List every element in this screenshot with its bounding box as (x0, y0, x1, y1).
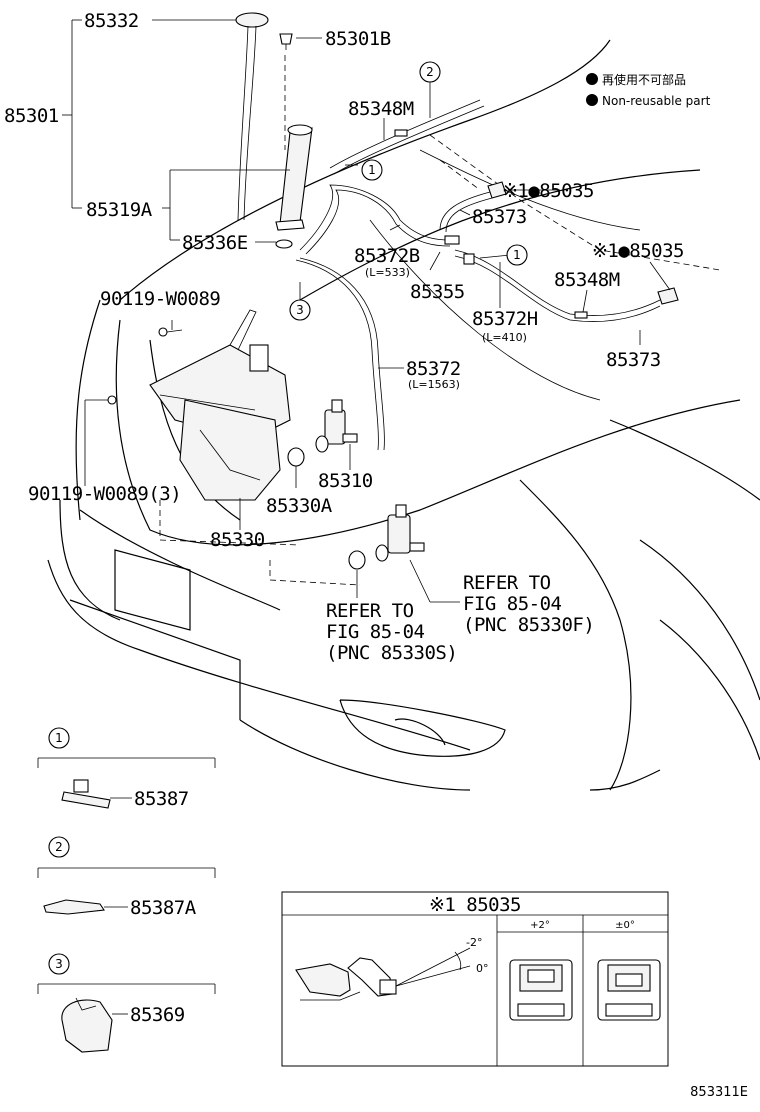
callout-1b-text: 1 (513, 248, 521, 262)
inset-85035: ※1 85035 +2° ±0° -2° 0° (281, 891, 669, 1067)
nozzle-detail-icon (295, 963, 351, 997)
legend: 再使用不可部品 Non-reusable part (586, 72, 711, 108)
filler-neck-85319A (275, 124, 313, 231)
figure-id: 853311E (690, 1085, 748, 1100)
nozzle-85035-a (487, 181, 507, 199)
detail-2-number: 2 (55, 840, 63, 854)
clamp-85369-icon (61, 999, 113, 1053)
label-85372B-length: (L=533) (365, 266, 410, 279)
callout-3-circle (289, 299, 311, 321)
label-85372: 85372 (406, 358, 461, 380)
label-85369: 85369 (130, 1004, 185, 1026)
callout-2-text: 2 (426, 65, 434, 79)
legend-dot-en-icon (586, 94, 598, 106)
hose-85372 (295, 257, 385, 451)
label-85035-a: ※1●85035 (502, 180, 594, 202)
refer-85330S-line2: FIG 85-04 (326, 621, 425, 643)
callouts: 2 1 1 3 (289, 61, 528, 321)
callout-1b-circle (506, 244, 528, 266)
gasket-85336E (275, 239, 293, 249)
grommet-85330A (287, 435, 329, 467)
pump-85310 (324, 399, 358, 445)
callout-3-text: 3 (296, 303, 304, 317)
label-85310: 85310 (318, 470, 373, 492)
detail-3: 3 85369 (37, 953, 216, 1053)
refer-85330F-line1: REFER TO (463, 572, 551, 594)
inset-title: ※1 85035 (429, 894, 521, 916)
label-85387A: 85387A (130, 897, 197, 919)
legend-jp-text: 再使用不可部品 (602, 72, 686, 87)
detail-1: 1 85387 (37, 727, 216, 810)
grommet-85330S (348, 550, 366, 570)
label-85301: 85301 (4, 105, 59, 127)
label-85372H: 85372H (472, 308, 538, 330)
label-90119-W0089-3: 90119-W0089(3) (28, 483, 181, 505)
refer-85330S-line1: REFER TO (326, 600, 414, 622)
hose-85372B (299, 184, 451, 255)
label-85355: 85355 (410, 281, 465, 303)
callout-1a-circle (361, 159, 383, 181)
hose-85373 (439, 191, 493, 233)
label-85373-a: 85373 (472, 206, 527, 228)
label-85332: 85332 (84, 10, 139, 32)
clip-85301B (279, 33, 293, 50)
pump-85330F (375, 504, 425, 562)
label-85372H-length: (L=410) (482, 331, 527, 344)
bolt-90119-b (107, 395, 117, 405)
leader-lines (62, 19, 671, 603)
label-85348M-right: 85348M (554, 269, 620, 291)
label-85336E: 85336E (182, 232, 248, 254)
refer-85330F-line3: (PNC 85330F) (463, 614, 594, 636)
nozzle-85035-b (657, 287, 679, 305)
label-85035-b: ※1●85035 (592, 240, 684, 262)
label-85387: 85387 (134, 788, 189, 810)
legend-en-text: Non-reusable part (602, 94, 711, 108)
label-85348M-top: 85348M (348, 98, 414, 120)
inset-col-plus: +2° (530, 920, 550, 931)
hose-85372H (454, 249, 661, 322)
detail-3-number: 3 (55, 957, 63, 971)
detail-2: 2 85387A (37, 836, 216, 919)
refer-85330S-line3: (PNC 85330S) (326, 642, 457, 664)
legend-dot-jp-icon (586, 73, 598, 85)
refer-85330F-line2: FIG 85-04 (463, 593, 562, 615)
label-85330A: 85330A (266, 495, 333, 517)
callout-1a-text: 1 (368, 163, 376, 177)
callout-2-circle (419, 61, 441, 83)
label-85372B: 85372B (354, 245, 420, 267)
label-85319A: 85319A (86, 199, 153, 221)
hose-85348M-top (329, 99, 485, 175)
filler-cap-85332 (235, 12, 269, 221)
inset-angle-minus: -2° (466, 936, 482, 949)
washer-tank-85330 (149, 309, 291, 501)
label-90119-W0089: 90119-W0089 (100, 288, 220, 310)
label-85373-b: 85373 (606, 349, 661, 371)
part-labels: 85332 85301B 85301 85348M 85319A 85336E … (4, 10, 685, 664)
label-85330: 85330 (210, 529, 265, 551)
clip-85387A-icon (43, 899, 105, 915)
inset-col-zero: ±0° (615, 920, 635, 931)
label-85301B: 85301B (325, 28, 391, 50)
clip-85387-icon (61, 791, 111, 809)
label-85372-length: (L=1563) (408, 378, 460, 391)
bolt-90119-a (158, 327, 183, 337)
joint-85355 (444, 235, 475, 265)
inset-angle-zero: 0° (476, 962, 489, 975)
car-body-outline (47, 39, 760, 791)
detail-1-number: 1 (55, 731, 63, 745)
